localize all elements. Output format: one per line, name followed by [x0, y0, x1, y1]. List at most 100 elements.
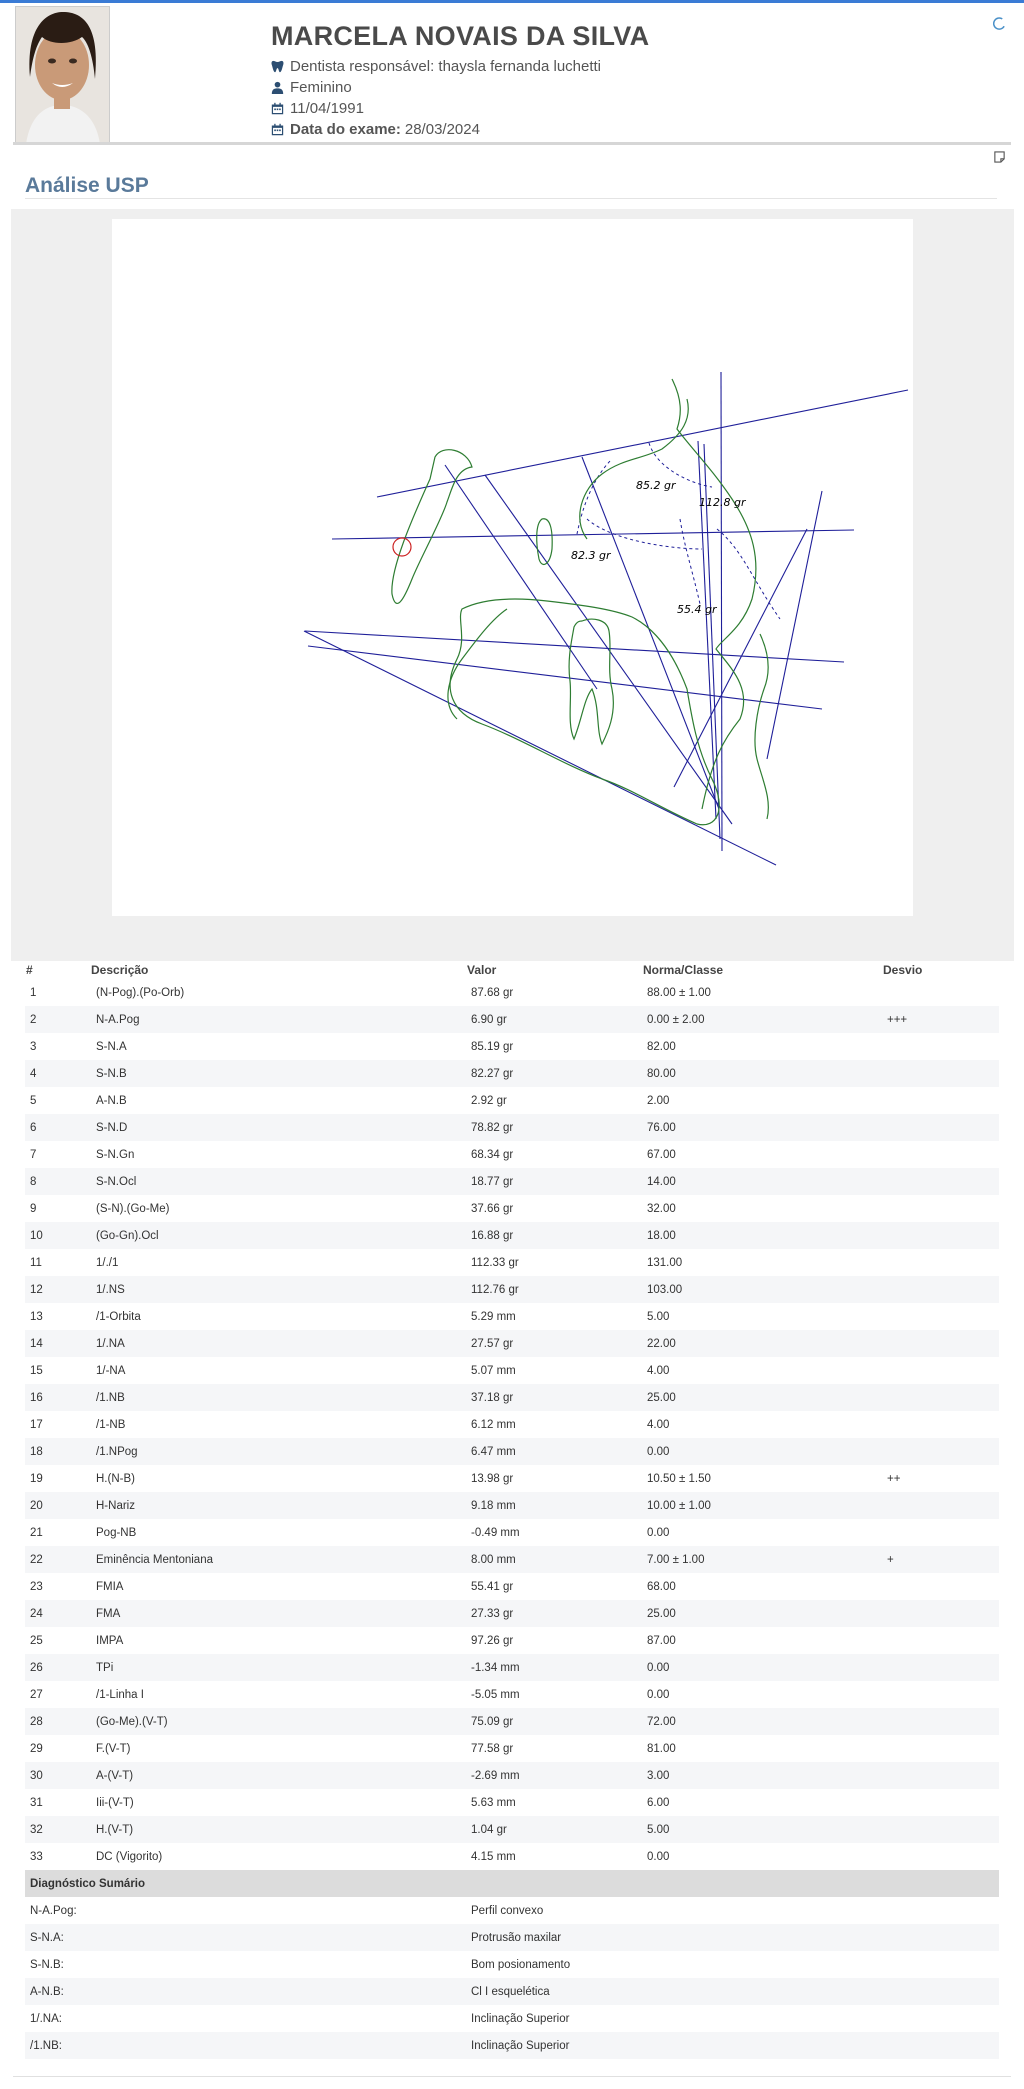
cell-deviation: [882, 1303, 999, 1330]
cell-description: Eminência Mentoniana: [90, 1546, 466, 1573]
col-header-number: #: [26, 963, 33, 977]
cell-norm: 0.00: [642, 1654, 882, 1681]
cell-deviation: [882, 1087, 999, 1114]
dentist-text: Dentista responsável: thaysla fernanda l…: [290, 58, 602, 75]
cell-norm: 18.00: [642, 1222, 882, 1249]
cell-number: 6: [25, 1114, 90, 1141]
birthdate-row: 11/04/1991: [271, 98, 649, 119]
cell-description: H.(V-T): [90, 1816, 466, 1843]
cell-deviation: [882, 1033, 999, 1060]
cell-description: IMPA: [96, 1634, 124, 1647]
cell-number: 22: [25, 1546, 90, 1573]
cell-deviation: [882, 1168, 999, 1195]
table-header-row: # Descrição Valor Norma/Classe Desvio: [25, 961, 999, 979]
cell-deviation: [882, 1492, 999, 1519]
cell-value: 75.09 gr: [466, 1708, 642, 1735]
palatal-line: [307, 645, 823, 710]
cell-description: A-(V-T): [90, 1762, 466, 1789]
cell-value: 5.29 mm: [471, 1310, 516, 1323]
summary-value: Cl I esquelética: [466, 1978, 999, 2005]
cell-deviation: [882, 1249, 999, 1276]
cell-norm: 0.00: [647, 1688, 670, 1701]
cell-value: 78.82 gr: [466, 1114, 642, 1141]
cell-description: 1/.NA: [90, 1330, 466, 1357]
cell-description: FMA: [90, 1600, 466, 1627]
cell-number: 27: [30, 1688, 43, 1701]
cell-number: 5: [30, 1094, 37, 1107]
angle-label-1: 85.2 gr: [636, 479, 677, 492]
cell-deviation: +: [882, 1546, 999, 1573]
s-d-line: [484, 474, 733, 825]
cell-number: 1: [30, 986, 37, 999]
cell-deviation: [882, 1114, 999, 1141]
cell-description: /1-NB: [96, 1418, 126, 1431]
cell-number: 9: [30, 1202, 37, 1215]
cell-number: 7: [30, 1148, 37, 1161]
calendar-icon: [271, 102, 284, 115]
cephalometric-tracing[interactable]: 85.2 gr 112.8 gr 82.3 gr 55.4 gr: [112, 219, 913, 916]
gender-text: Feminino: [290, 79, 352, 96]
cell-deviation: ++: [887, 1472, 901, 1485]
cell-deviation: [882, 1519, 999, 1546]
birthdate-text: 11/04/1991: [290, 100, 364, 117]
tooth-icon: [271, 60, 284, 73]
summary-row: S-N.B: Bom posionamento: [25, 1951, 999, 1978]
top-accent-bar: [0, 0, 1024, 3]
notes-icon[interactable]: [993, 150, 1006, 164]
summary-label: N-A.Pog:: [30, 1904, 77, 1917]
cell-norm: 67.00: [647, 1148, 676, 1161]
analysis-table: # Descrição Valor Norma/Classe Desvio 1 (…: [25, 961, 999, 2059]
frankfort-line: [331, 529, 855, 540]
calendar-icon: [271, 123, 284, 136]
cell-value: 37.18 gr: [466, 1384, 642, 1411]
angle-label-2: 112.8 gr: [699, 496, 747, 509]
porion-marker: [392, 537, 412, 557]
summary-value: Bom posionamento: [471, 1958, 571, 1971]
cell-number: 2: [25, 1006, 90, 1033]
footer-divider: [13, 2076, 1011, 2077]
cell-deviation: [882, 1141, 999, 1168]
cell-description: /1-Linha I: [96, 1688, 144, 1701]
cell-deviation: +++: [882, 1006, 999, 1033]
occlusal-line: [304, 630, 845, 663]
cell-description: S-N.Ocl: [90, 1168, 466, 1195]
cell-description: (Go-Gn).Ocl: [90, 1222, 466, 1249]
cell-value: 4.15 mm: [471, 1850, 516, 1863]
cell-deviation: [882, 1600, 999, 1627]
exam-date-label: Data do exame:: [290, 121, 401, 138]
cell-deviation: [882, 1357, 999, 1384]
cell-norm: 0.00: [647, 1850, 670, 1863]
cell-number: 8: [25, 1168, 90, 1195]
cell-deviation: [882, 979, 999, 1006]
summary-label: S-N.B:: [30, 1958, 64, 1971]
cell-norm: 10.50 ± 1.50: [647, 1472, 711, 1485]
cell-norm: 76.00: [642, 1114, 882, 1141]
cell-deviation: [882, 1330, 999, 1357]
cell-deviation: [882, 1627, 999, 1654]
cell-description: /1.NPog: [90, 1438, 466, 1465]
cell-description: 1/.NS: [90, 1276, 466, 1303]
cell-deviation: [882, 1735, 999, 1762]
cell-deviation: [882, 1816, 999, 1843]
cell-value: 37.66 gr: [471, 1202, 514, 1215]
cell-deviation: [882, 1654, 999, 1681]
cell-value: 6.47 mm: [466, 1438, 642, 1465]
cell-description: TPi: [90, 1654, 466, 1681]
cell-description: A-N.B: [96, 1094, 127, 1107]
cell-deviation: [882, 1681, 999, 1708]
cell-number: 29: [30, 1742, 43, 1755]
exam-date-row: Data do exame: 28/03/2024: [271, 119, 649, 140]
